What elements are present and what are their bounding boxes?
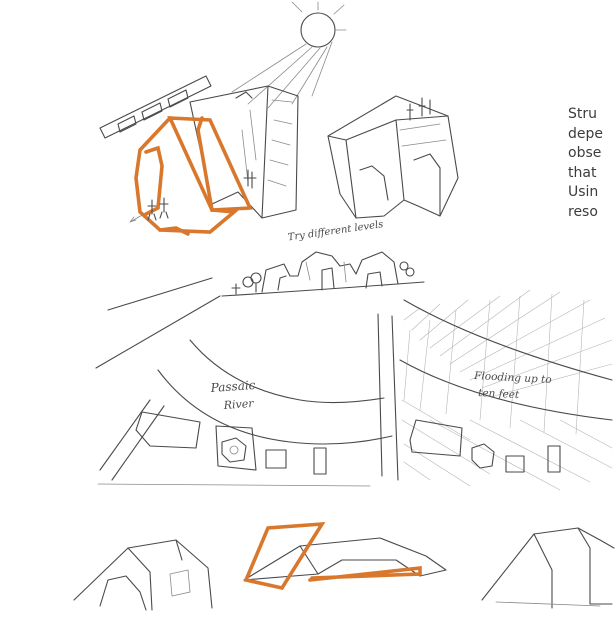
people-figures-1 (130, 198, 168, 222)
caption-line: reso (568, 203, 615, 223)
site-map-river: Passaic River (96, 278, 398, 486)
caption-line: obse (568, 144, 615, 164)
caption-line: that (568, 164, 615, 184)
river-label-line1: Passaic (209, 378, 256, 395)
caption-text: Stru depe obse that Usin reso (568, 105, 615, 222)
bottom-structure-right (482, 528, 614, 608)
orange-highlight-canopy (136, 118, 250, 234)
levels-note: Try different levels (287, 219, 384, 243)
orange-highlight-bottom (246, 524, 420, 588)
caption-line: Usin (568, 183, 615, 203)
canopy-structure-2 (328, 96, 458, 218)
caption-line: depe (568, 125, 615, 145)
river-label-line2: River (222, 397, 254, 412)
caption-line: Stru (568, 105, 615, 125)
sun-sketch (232, 2, 346, 108)
solar-panel-sketch (100, 76, 211, 138)
flood-note-line2: ten feet (478, 387, 520, 401)
levels-elevation-sketch: Try different levels (222, 219, 424, 296)
bottom-structure-left (74, 540, 212, 610)
site-map-flooding: Flooding up to ten feet (400, 290, 612, 490)
flood-note-line1: Flooding up to (473, 370, 552, 386)
